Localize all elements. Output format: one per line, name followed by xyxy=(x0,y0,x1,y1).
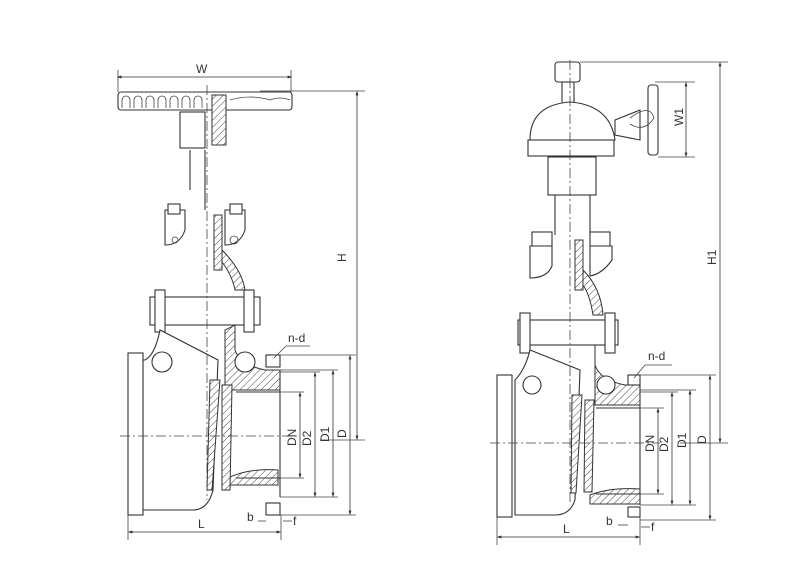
left-valve-handwheel: W H DN D2 D1 D n-d L b f xyxy=(116,62,365,540)
label-l: L xyxy=(198,517,205,531)
label-w: W xyxy=(196,62,208,76)
label-l: L xyxy=(563,522,570,536)
label-d: D xyxy=(335,429,349,438)
label-h1: H1 xyxy=(705,249,719,265)
label-n-d: n-d xyxy=(648,349,665,363)
label-f: f xyxy=(293,514,297,528)
actuator xyxy=(527,61,659,157)
right-valve-actuator: W1 H1 DN D2 D1 D n-d L b f xyxy=(490,60,728,545)
label-d1: D1 xyxy=(318,426,332,442)
label-b: b xyxy=(247,510,254,524)
label-b: b xyxy=(606,514,613,528)
label-dn: DN xyxy=(285,429,299,446)
label-w1: W1 xyxy=(672,108,686,126)
yoke xyxy=(529,156,613,316)
label-d1: D1 xyxy=(675,432,689,448)
label-h: H xyxy=(335,253,349,262)
yoke xyxy=(164,94,246,291)
bonnet-flange xyxy=(517,312,619,354)
label-dn: DN xyxy=(643,435,657,452)
label-n-d: n-d xyxy=(288,331,305,345)
body xyxy=(496,345,641,518)
label-f: f xyxy=(651,520,655,534)
label-d: D xyxy=(695,435,709,444)
label-d2: D2 xyxy=(657,436,671,452)
body xyxy=(127,324,281,516)
label-d2: D2 xyxy=(300,430,314,446)
handwheel xyxy=(117,91,293,111)
bonnet-flange xyxy=(149,289,261,333)
